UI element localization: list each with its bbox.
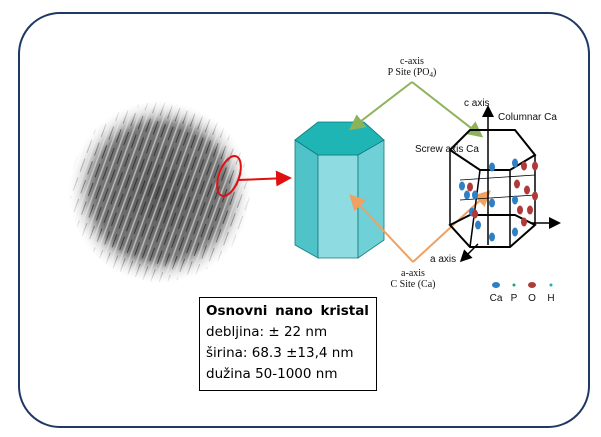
info-thickness: debljina: ± 22 nm — [206, 324, 328, 340]
c-site-label: C Site (Ca) — [391, 279, 436, 290]
a-axis-label: a-axis — [401, 268, 425, 279]
c-axis-label: c-axis — [400, 56, 424, 67]
lattice-c-axis-label: c axis — [464, 98, 490, 109]
c-axis-arrow — [348, 81, 413, 131]
legend-p: P — [511, 293, 518, 304]
sem-micrograph — [67, 99, 253, 285]
a-axis-arrow — [349, 194, 414, 263]
screw-axis-ca-label: Screw axis Ca — [415, 144, 479, 155]
nanocrystal-info-box: Osnovni nano kristal debljina: ± 22 nm š… — [199, 297, 377, 391]
legend-h: H — [547, 293, 554, 304]
info-title: Osnovni nano kristal — [206, 303, 369, 319]
info-width: širina: 68.3 ±13,4 nm — [206, 345, 354, 361]
lattice-a-axis-label: a axis — [430, 254, 456, 265]
red-arrow — [237, 170, 292, 187]
rounded-frame — [18, 12, 590, 428]
columnar-ca-label: Columnar Ca — [498, 112, 557, 123]
legend-o: O — [528, 293, 536, 304]
legend-ca: Ca — [490, 293, 503, 304]
crystal-lattice — [448, 105, 561, 263]
p-site-label: P Site (PO4) — [388, 67, 437, 79]
hexagonal-prism — [294, 121, 385, 259]
atoms — [459, 158, 538, 242]
info-length: dužina 50-1000 nm — [206, 366, 338, 382]
atom-legend: Ca P O H — [490, 282, 555, 304]
